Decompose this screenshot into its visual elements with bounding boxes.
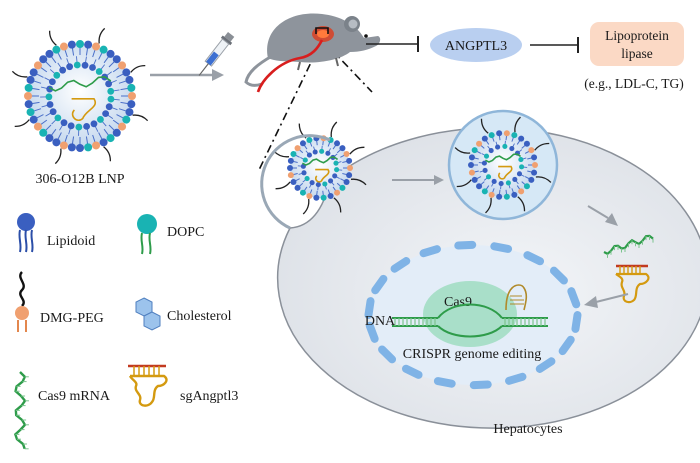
released-sgrna [615,264,650,304]
legend-dopc: DOPC [167,225,204,240]
lipase-effect-label: (e.g., LDL-C, TG) [584,76,683,91]
legend-dmg-peg: DMG-PEG [40,311,104,326]
cholesterol-icon [135,297,161,331]
arrow-to-nucleus [595,293,629,303]
hepatocytes-label: Hepatocytes [493,422,562,437]
arrow-to-release [587,205,609,219]
dna-strand [392,303,548,338]
arrow-head [434,175,444,185]
legend-lipidoid: Lipidoid [47,234,95,249]
cas9-protein [423,281,517,347]
editing-label: CRISPR genome editing [403,347,541,362]
lnp-in-endosome [454,116,552,214]
lipidoid-icon [17,213,35,253]
angptl3-label: ANGPTL3 [445,39,507,54]
lipase-label-line1: Lipoprotein [605,28,669,43]
zoom-line-left [257,47,319,173]
sgrna-in-nucleus [505,284,528,311]
syringe-icon [198,31,235,76]
lipase-box [590,22,684,66]
arrow-head [212,69,224,81]
dna-label: DNA [365,314,396,329]
lipase-label-line2: lipase [621,46,653,61]
arrow-head [584,296,598,308]
legend: Lipidoid DOPC DMG-PEG Cholesterol Cas9 m… [13,213,238,450]
released-mrna [603,234,654,258]
dmg-peg-icon [15,271,29,332]
lnp-label: 306-O12B LNP [35,172,124,187]
sgangptl3-icon [128,364,168,407]
lnp-particle [11,27,149,165]
dopc-icon [137,214,157,255]
legend-cholesterol: Cholesterol [167,309,232,324]
mouse-illustration [244,13,381,93]
legend-cas9-mrna: Cas9 mRNA [38,389,111,404]
cas9-label: Cas9 [444,295,472,310]
legend-sgangptl3: sgAngptl3 [180,389,238,404]
zoom-line-right [329,47,373,93]
lnp-endocytosis [260,121,367,230]
angptl3-node [430,28,522,62]
cas9-mrna-icon [13,371,29,450]
arrow-head [605,213,618,226]
